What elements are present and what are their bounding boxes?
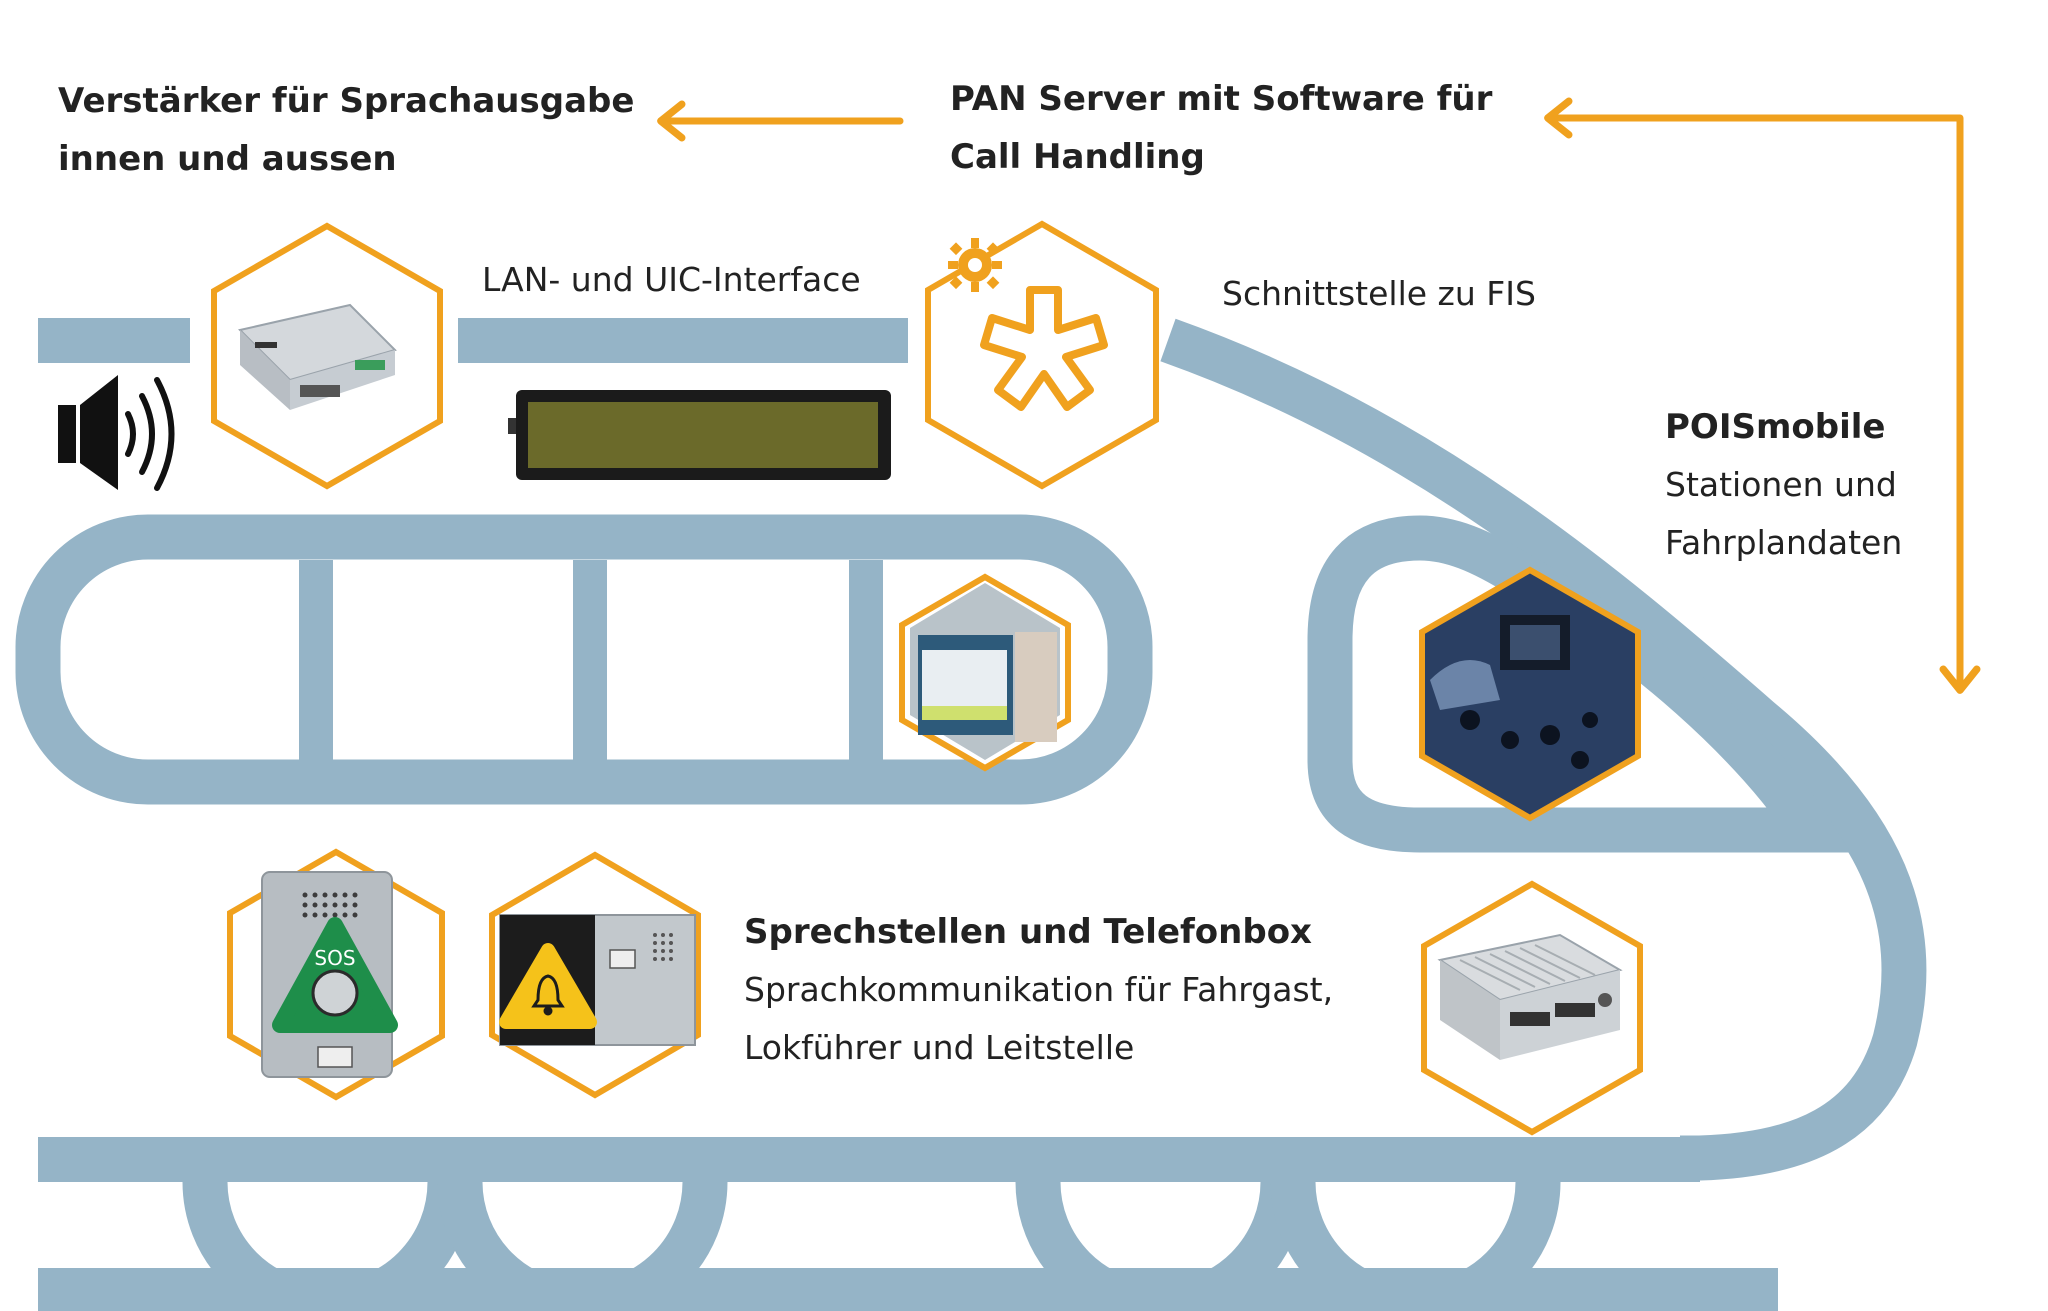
underframe — [38, 1137, 1700, 1182]
track-rail — [38, 1268, 1778, 1311]
gear-icon — [948, 238, 1002, 292]
call-button-hex — [489, 851, 701, 1099]
server-label-line2: Call Handling — [950, 137, 1205, 177]
stations-label: Sprechstellen und Telefonbox Sprachkommu… — [744, 903, 1333, 1077]
train-outline — [15, 318, 1927, 1311]
sos-label: SOS — [314, 946, 355, 970]
fis-interface-label: Schnittstelle zu FIS — [1222, 274, 1536, 313]
bell-icon — [531, 974, 565, 1016]
data-flow-arrows — [657, 97, 1981, 694]
server-hex — [925, 220, 1159, 490]
arrow-server-poismobile — [1544, 97, 1981, 694]
poismobile-desc-line2: Fahrplandaten — [1665, 523, 1903, 562]
roof-segment-left — [38, 318, 190, 363]
window-band — [15, 514, 1153, 805]
poismobile-device-hex — [1421, 880, 1643, 1136]
amplifier-label-line2: innen und aussen — [58, 139, 397, 179]
lan-interface-label: LAN- und UIC-Interface — [482, 260, 861, 299]
poismobile-desc-line1: Stationen und — [1665, 465, 1897, 504]
stations-desc-line2: Lokführer und Leitstelle — [744, 1028, 1135, 1067]
amplifier-label: Verstärker für Sprachausgabe innen und a… — [58, 72, 634, 188]
amplifier-label-line1: Verstärker für Sprachausgabe — [58, 81, 635, 121]
cab-window — [1307, 515, 1851, 853]
driver-cab-hex — [1419, 566, 1641, 822]
stations-title: Sprechstellen und Telefonbox — [744, 912, 1312, 952]
asterisk-icon — [980, 286, 1108, 411]
server-label: PAN Server mit Software für Call Handlin… — [950, 70, 1492, 186]
info-screen-hex — [899, 573, 1071, 772]
train-nose — [1160, 318, 1927, 1181]
speaker-icon — [58, 375, 175, 491]
led-display — [508, 390, 891, 480]
amplifier-device-hex — [211, 222, 443, 490]
sos-helppoint-hex — [227, 848, 445, 1101]
poismobile-label: POISmobile Stationen und Fahrplandaten — [1665, 398, 1902, 572]
amplifier-device-image — [238, 303, 397, 410]
roof-segment-mid — [458, 318, 908, 363]
poismobile-title: POISmobile — [1665, 407, 1886, 447]
server-label-line1: PAN Server mit Software für — [950, 79, 1493, 119]
stations-desc-line1: Sprachkommunikation für Fahrgast, — [744, 970, 1334, 1009]
